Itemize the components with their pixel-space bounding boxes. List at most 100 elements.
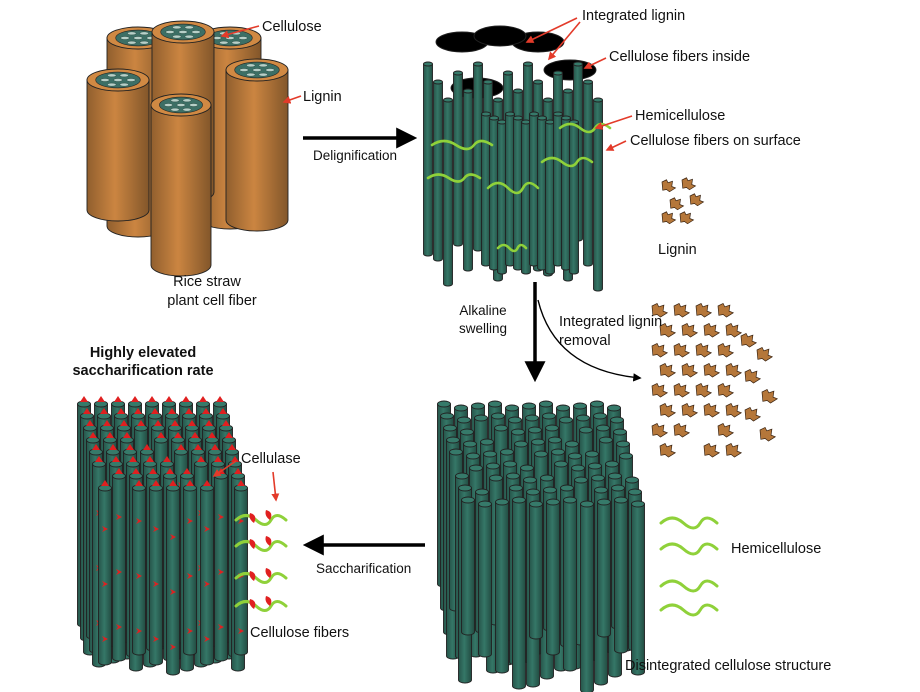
cellulase-pointer-1 (212, 460, 237, 477)
lignin-flake (695, 342, 713, 358)
cellulose-microfiber (497, 119, 507, 275)
label-saccharification-rate: saccharification rate (72, 363, 213, 379)
cellulase-marker (171, 420, 179, 426)
cellulase-marker (204, 636, 210, 642)
cellulose-fiber-cylinder (478, 500, 492, 658)
delignified-bundle (423, 25, 612, 292)
lignin-flake (703, 402, 721, 418)
lignin-flake (695, 382, 713, 398)
cellulose-microfiber (593, 97, 603, 292)
cellulase-marker (183, 468, 191, 474)
lignin-flake (703, 322, 721, 338)
cellulose-fiber-cylinder (614, 496, 628, 654)
hemicellulose-pointer (594, 115, 633, 130)
hemicellulose-strand (659, 603, 719, 617)
cellulase-marker (153, 581, 159, 587)
cellulase-marker (170, 534, 176, 540)
cellulase-marker (135, 480, 143, 486)
cellulase-marker (134, 408, 142, 414)
cellulase-marker (238, 628, 244, 634)
cellulose-fiber-strand (234, 600, 288, 612)
lignin-flake (740, 332, 758, 348)
cellulase-marker (214, 456, 222, 462)
cellulase-marker (225, 432, 233, 438)
cellulase-marker (169, 480, 177, 486)
cellulase-marker (149, 468, 157, 474)
cellulase-marker (80, 396, 88, 402)
cellulase-marker (100, 408, 108, 414)
cellulase-marker (168, 408, 176, 414)
cellulase-enzyme (249, 513, 256, 523)
label-delignification: Delignification (313, 148, 397, 163)
cellulose-fiber-cylinder (631, 500, 645, 676)
lignin-flake (681, 362, 699, 378)
lignin-flake (717, 342, 735, 358)
cellulase-marker (170, 589, 176, 595)
lignin-removal-arrow (537, 299, 642, 382)
cellulose-fiber-cylinder (580, 500, 594, 692)
cellulase-marker (116, 569, 122, 575)
lignin-flake (681, 177, 697, 191)
cellulase-marker (132, 468, 140, 474)
lignin-flake (689, 193, 705, 207)
cellulose-microfiber (583, 79, 593, 267)
lignin-flake (744, 406, 762, 422)
cellulase-marker (219, 408, 227, 414)
cellulase-marker (228, 444, 236, 450)
label-removal: removal (559, 333, 611, 349)
cellulase-marker (231, 456, 239, 462)
cellulase-enzyme (249, 599, 256, 609)
label-plant-cell-fiber: plant cell fiber (167, 293, 257, 309)
lignin-flake (659, 402, 677, 418)
cellulase-marker (102, 581, 108, 587)
lignin-pointer (282, 95, 302, 104)
lignin-flake (659, 322, 677, 338)
cellulase-marker (148, 396, 156, 402)
label-integrated-lignin-removal: Integrated lignin (559, 314, 662, 330)
integrated-lignin-pointer-2 (547, 21, 581, 61)
cellulase-marker (197, 456, 205, 462)
cellulase-marker (187, 573, 193, 579)
cellulase-marker (199, 396, 207, 402)
cellulase-marker (182, 396, 190, 402)
integrated-lignin-pointer-1 (525, 17, 578, 43)
cellulose-fiber-cylinder (183, 484, 197, 656)
lignin-cylinder (150, 93, 212, 277)
cellulose-fiber-strand (234, 572, 288, 584)
cellulose-microfiber (463, 88, 473, 272)
disintegrated-cellulose-bundle (437, 400, 645, 692)
cellulose-microfiber (453, 70, 463, 247)
cellulose-microfiber (521, 119, 531, 275)
label-highly-elevated: Highly elevated (90, 345, 196, 361)
cellulose-fiber-strands (234, 510, 288, 612)
cellulose-fiber-cylinder (149, 484, 163, 666)
lignin-flake (756, 346, 774, 362)
cellulase-enzyme (265, 568, 272, 578)
cellulase-marker (102, 636, 108, 642)
cellulase-marker (163, 456, 171, 462)
lignin-flake (703, 362, 721, 378)
cellulase-marker (165, 396, 173, 402)
lignin-flake (659, 442, 677, 458)
cellulase-marker (218, 569, 224, 575)
lignin-flake (717, 382, 735, 398)
cellulase-marker (136, 573, 142, 579)
cellulase-marker (204, 526, 210, 532)
cellulase-marker (185, 408, 193, 414)
lignin-flake (717, 302, 735, 318)
cellulase-marker (116, 624, 122, 630)
cellulase-marker (126, 444, 134, 450)
lignin-flakes (661, 177, 705, 225)
hemicellulose-strand (430, 139, 494, 151)
label-hemicellulose-top: Hemicellulose (635, 108, 725, 124)
cellulase-marker (186, 480, 194, 486)
cellulase-marker (152, 480, 160, 486)
cellulase-marker (117, 408, 125, 414)
cellulase-marker (194, 444, 202, 450)
label-cellulose-fibers-surface: Cellulose fibers on surface (630, 133, 801, 149)
cellulase-marker (208, 432, 216, 438)
lignin-flake (681, 322, 699, 338)
cellulase-marker (116, 514, 122, 520)
cellulase-marker (109, 444, 117, 450)
cellulose-fiber-cylinder (112, 472, 126, 662)
